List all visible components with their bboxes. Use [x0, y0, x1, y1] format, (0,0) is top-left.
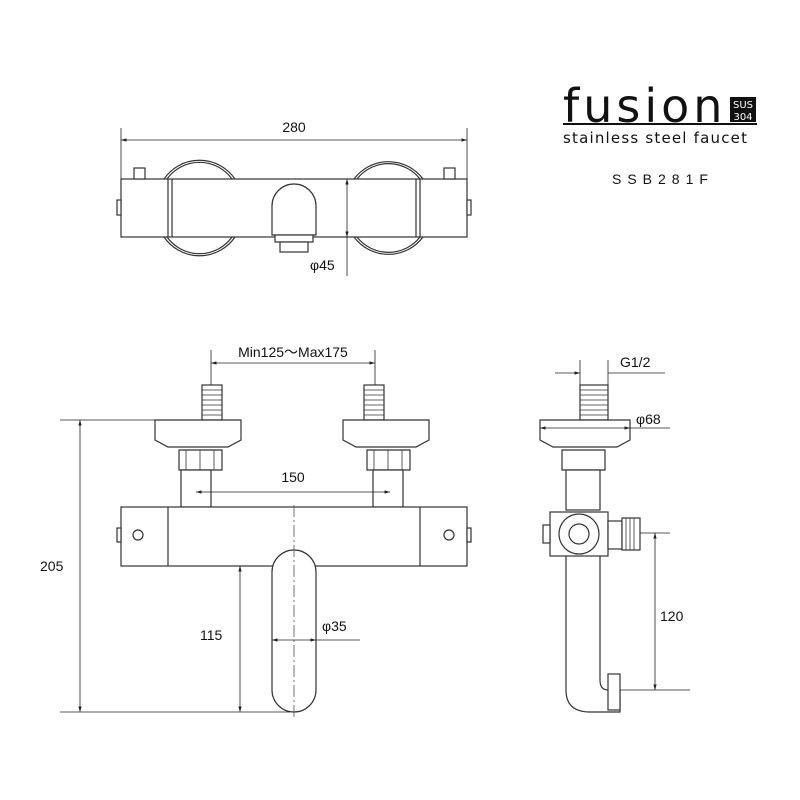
dim-inlet-spacing: Min125～Max175	[238, 344, 348, 360]
dim-total-height: 205	[40, 558, 64, 574]
dim-top-diameter: φ45	[310, 257, 335, 273]
dim-flange-diameter: φ68	[636, 411, 661, 427]
dim-spout-diameter: φ35	[322, 618, 347, 634]
dim-top-width: 280	[282, 119, 306, 135]
badge-bottom: 304	[733, 112, 752, 123]
dim-center-spacing: 150	[281, 469, 305, 485]
dim-thread: G1/2	[620, 354, 651, 370]
badge-top: SUS	[733, 100, 753, 111]
dim-spout-height: 115	[200, 627, 223, 643]
sus304-badge	[730, 97, 756, 122]
top-view: 280 φ45	[116, 119, 472, 276]
dim-side-height: 120	[660, 608, 684, 624]
brand-logo: fusion SUS 304 stainless steel faucet	[563, 79, 757, 147]
model-number: SSB281F	[612, 171, 714, 187]
front-view: Min125～Max175 150 205 115	[40, 344, 472, 720]
side-view: G1/2 φ68 120	[539, 354, 690, 713]
tagline: stainless steel faucet	[563, 129, 748, 147]
